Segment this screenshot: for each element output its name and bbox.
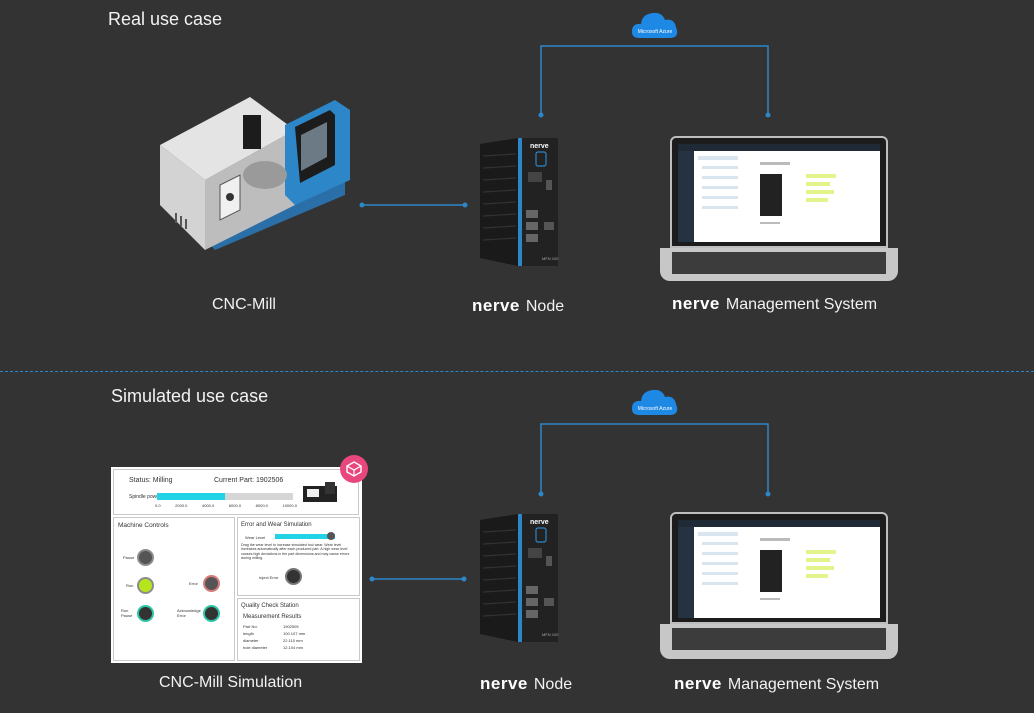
- pause-label: Pause: [123, 555, 135, 560]
- azure-cloud-bottom: Microsoft Azure: [629, 385, 681, 419]
- wear-level-slider[interactable]: [275, 532, 335, 540]
- inject-error-label: Inject Error: [259, 575, 279, 580]
- laptop-keyboard: [672, 252, 886, 274]
- laptop-base: [660, 624, 898, 659]
- wear-level-label: Wear Level: [245, 535, 266, 540]
- spindle-power-fill: [157, 493, 225, 500]
- status-text: Status: Milling: [129, 477, 173, 484]
- error-wear-title: Error and Wear Simulation: [241, 522, 312, 528]
- svg-text:MFN 100: MFN 100: [542, 256, 559, 261]
- cube-icon: [346, 461, 362, 477]
- nerve-logo: nerve: [472, 296, 520, 315]
- quality-check-title: Quality Check Station: [241, 603, 299, 609]
- quality-check-box: [237, 598, 360, 661]
- nerve-node-device-top: nerve MFN 100: [480, 138, 559, 266]
- run-button[interactable]: [137, 577, 154, 594]
- svg-text:nerve: nerve: [530, 519, 549, 526]
- laptop-keyboard: [672, 628, 886, 650]
- management-ui-preview: [678, 144, 880, 242]
- laptop-management-top: [660, 136, 898, 281]
- spindle-power-bar: [157, 493, 293, 500]
- measurement-results-title: Measurement Results: [243, 614, 302, 620]
- cloud-link-top: [540, 45, 769, 115]
- laptop-management-bottom: [660, 512, 898, 659]
- run-pause-button[interactable]: [137, 605, 154, 622]
- error-wear-box: [237, 517, 360, 596]
- caption-cnc-mill: CNC-Mill: [212, 296, 276, 313]
- cnc-machine-icon: [303, 482, 337, 502]
- machine-controls-box: [113, 517, 235, 661]
- acknowledge-error-label: Acknowledge Error: [177, 608, 201, 618]
- section-divider: [0, 371, 1034, 372]
- acknowledge-error-button[interactable]: [203, 605, 220, 622]
- run-pause-label: Run Pause: [121, 608, 133, 618]
- current-part-text: Current Part: 1902506: [214, 477, 284, 484]
- nerve-logo: nerve: [674, 674, 722, 693]
- management-ui-preview: [678, 520, 880, 618]
- cloud-label: Microsoft Azure: [637, 29, 673, 35]
- wear-slider-handle[interactable]: [327, 532, 335, 540]
- nerve-node-device-bottom: nerve MFN 100: [480, 514, 559, 642]
- machine-controls-title: Machine Controls: [118, 522, 169, 529]
- simulated-use-case-title: Simulated use case: [111, 386, 269, 406]
- cloud-link-bottom: [540, 423, 769, 494]
- cloud-icon: [631, 12, 678, 38]
- wear-description: Drag the wear level to increase simulate…: [241, 543, 350, 560]
- svg-text:nerve: nerve: [530, 143, 549, 150]
- run-label: Run: [126, 583, 134, 588]
- nerve-logo: nerve: [672, 294, 720, 313]
- error-indicator: [203, 575, 220, 592]
- inject-error-button[interactable]: [285, 568, 302, 585]
- cnc-mill-image: [160, 97, 350, 250]
- svg-text:MFN 100: MFN 100: [542, 632, 559, 637]
- pause-button[interactable]: [137, 549, 154, 566]
- table-row: Part No:1902505: [243, 624, 299, 629]
- status-box: [113, 469, 359, 515]
- azure-cloud-top: Microsoft Azure: [629, 8, 681, 42]
- error-label: Error: [189, 581, 198, 586]
- nerve-logo: nerve: [480, 674, 528, 693]
- caption-cnc-sim: CNC-Mill Simulation: [159, 674, 303, 691]
- laptop-base: [660, 248, 898, 281]
- real-use-case-title: Real use case: [108, 9, 223, 29]
- simulation-app-badge: [340, 455, 368, 483]
- laptop-screen: [670, 136, 888, 248]
- laptop-screen: [670, 512, 888, 624]
- spindle-label: Spindle power: [129, 494, 161, 500]
- cloud-label: Microsoft Azure: [637, 406, 673, 412]
- cloud-icon: [631, 389, 678, 415]
- cnc-mill-simulation-panel: Status: Milling Current Part: 1902506 Sp…: [111, 467, 362, 663]
